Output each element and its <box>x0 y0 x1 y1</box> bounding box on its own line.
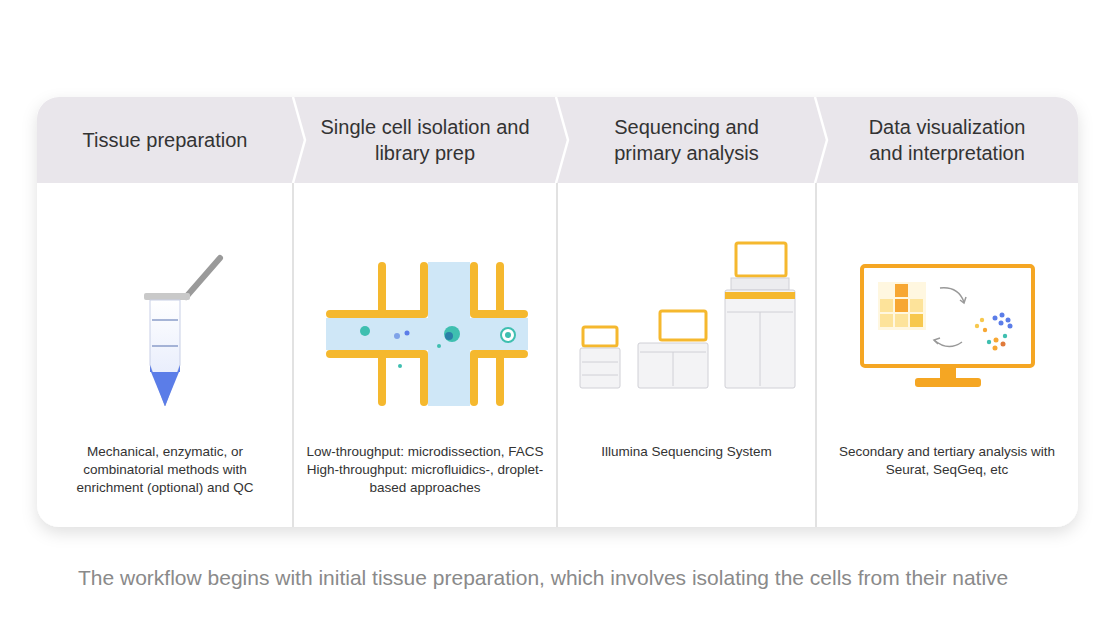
workflow-step: Tissue preparationMechanical, enzymatic,… <box>37 97 293 527</box>
step-description: Illumina Sequencing System <box>557 443 816 461</box>
caption: The workflow begins with initial tissue … <box>78 566 1008 590</box>
workflow-step: Sequencing and primary analysisIllumina … <box>557 97 816 527</box>
step-detail: Low-throughput: microdissection, FACS <box>306 443 543 461</box>
step-description: Low-throughput: microdissection, FACSHig… <box>293 443 557 497</box>
step-title: Tissue preparation <box>83 127 248 153</box>
step-detail: High-throughput: microfluidics-, droplet… <box>294 461 556 497</box>
tube-icon <box>144 258 220 406</box>
step-detail: Mechanical, enzymatic, or combinatorial … <box>58 443 273 497</box>
sequencer-icons <box>580 243 795 388</box>
workflow-step: Single cell isolation and library prepLo… <box>293 97 557 527</box>
workflow-step: Data visualization and interpretationSec… <box>816 97 1078 527</box>
microfluidic-chip <box>326 262 528 406</box>
column-dividers <box>293 183 816 527</box>
monitor-icon <box>862 266 1033 387</box>
chevron-dividers <box>293 97 827 183</box>
step-description: Secondary and tertiary analysis with Seu… <box>816 443 1078 479</box>
step-header: Tissue preparation <box>37 97 293 183</box>
step-title: Data visualization and interpretation <box>852 114 1042 166</box>
step-header: Sequencing and primary analysis <box>557 97 816 183</box>
step-header: Data visualization and interpretation <box>816 97 1078 183</box>
step-header: Single cell isolation and library prep <box>293 97 557 183</box>
step-title: Sequencing and primary analysis <box>596 114 778 166</box>
step-detail: Secondary and tertiary analysis with Seu… <box>837 443 1057 479</box>
step-description: Mechanical, enzymatic, or combinatorial … <box>37 443 293 497</box>
panel <box>37 97 1078 527</box>
step-title: Single cell isolation and library prep <box>319 114 531 166</box>
header-band <box>37 97 1078 183</box>
step-detail: Illumina Sequencing System <box>601 443 771 461</box>
